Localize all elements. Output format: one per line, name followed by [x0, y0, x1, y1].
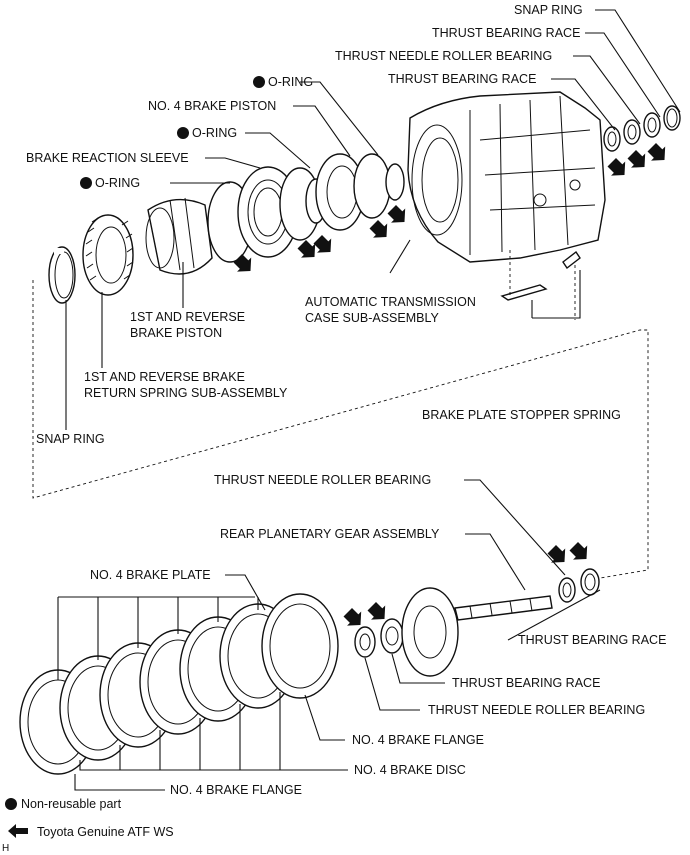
- label-oring-3: O-RING: [95, 176, 140, 190]
- first-reverse-brake-piston-part: [145, 197, 213, 275]
- snap-ring-top-part: [663, 105, 681, 131]
- label-thrust-needle-bearing-bottom: THRUST NEEDLE ROLLER BEARING: [428, 703, 645, 717]
- label-snap-ring-left: SNAP RING: [36, 432, 105, 446]
- legend-atf: Toyota Genuine ATF WS: [37, 825, 174, 839]
- label-no4-brake-plate: NO. 4 BRAKE PLATE: [90, 568, 211, 582]
- label-snap-ring-top: SNAP RING: [514, 3, 583, 17]
- legend-arrow-icon: [8, 824, 28, 838]
- label-return-spring-l1: 1ST AND REVERSE BRAKE: [84, 370, 245, 384]
- rear-planetary-gear-part: [401, 587, 553, 677]
- thrust-needle-bearing-top-part: [623, 119, 641, 145]
- oring-1-part: [353, 153, 391, 219]
- label-oring-1: O-RING: [268, 75, 313, 89]
- non-reusable-dot-2: [177, 127, 189, 139]
- thrust-race-top2-part: [603, 126, 621, 152]
- label-no4-brake-flange-right: NO. 4 BRAKE FLANGE: [352, 733, 484, 747]
- thrust-race-top1-part: [643, 112, 661, 138]
- label-first-reverse-brake-piston-l2: BRAKE PISTON: [130, 326, 222, 340]
- corner-mark: H: [2, 843, 9, 854]
- legend-non-reusable: Non-reusable part: [21, 797, 122, 811]
- label-auto-trans-case-l2: CASE SUB-ASSEMBLY: [305, 311, 440, 325]
- label-no4-brake-piston: NO. 4 BRAKE PISTON: [148, 99, 276, 113]
- thrust-race-bottom-part: [380, 618, 404, 654]
- snap-ring-left-part: [48, 246, 76, 304]
- label-brake-reaction-sleeve: BRAKE REACTION SLEEVE: [26, 151, 189, 165]
- thrust-needle-bearing-bottom-part: [354, 626, 376, 658]
- legend-dot-icon: [5, 798, 17, 810]
- small-oring-2-part: [385, 163, 405, 201]
- label-thrust-needle-bearing-top: THRUST NEEDLE ROLLER BEARING: [335, 49, 552, 63]
- label-thrust-bearing-race-top1: THRUST BEARING RACE: [432, 26, 580, 40]
- label-rear-planetary-gear: REAR PLANETARY GEAR ASSEMBLY: [220, 527, 440, 541]
- label-auto-trans-case-l1: AUTOMATIC TRANSMISSION: [305, 295, 476, 309]
- label-first-reverse-brake-piston-l1: 1ST AND REVERSE: [130, 310, 245, 324]
- group-outline: [32, 280, 649, 579]
- stopper-spring-1-part: [500, 284, 548, 301]
- label-thrust-bearing-race-top2: THRUST BEARING RACE: [388, 72, 536, 86]
- transmission-case-part: [407, 91, 606, 263]
- label-no4-brake-disc: NO. 4 BRAKE DISC: [354, 763, 466, 777]
- non-reusable-dot-3: [80, 177, 92, 189]
- stopper-spring-2-part: [562, 250, 581, 270]
- label-no4-brake-flange-bottom: NO. 4 BRAKE FLANGE: [170, 783, 302, 797]
- thrust-needle-bearing-mid-part: [558, 577, 576, 603]
- label-thrust-bearing-race-bottom: THRUST BEARING RACE: [452, 676, 600, 690]
- return-spring-part: [82, 214, 134, 296]
- label-return-spring-l2: RETURN SPRING SUB-ASSEMBLY: [84, 386, 288, 400]
- label-brake-plate-stopper-spring: BRAKE PLATE STOPPER SPRING: [422, 408, 621, 422]
- brake-pack-part: [19, 593, 339, 775]
- label-thrust-needle-bearing-mid: THRUST NEEDLE ROLLER BEARING: [214, 473, 431, 487]
- label-thrust-bearing-race-right: THRUST BEARING RACE: [518, 633, 666, 647]
- label-oring-2: O-RING: [192, 126, 237, 140]
- leader-lines: [57, 9, 681, 791]
- thrust-race-right-part: [580, 568, 600, 596]
- non-reusable-dot-1: [253, 76, 265, 88]
